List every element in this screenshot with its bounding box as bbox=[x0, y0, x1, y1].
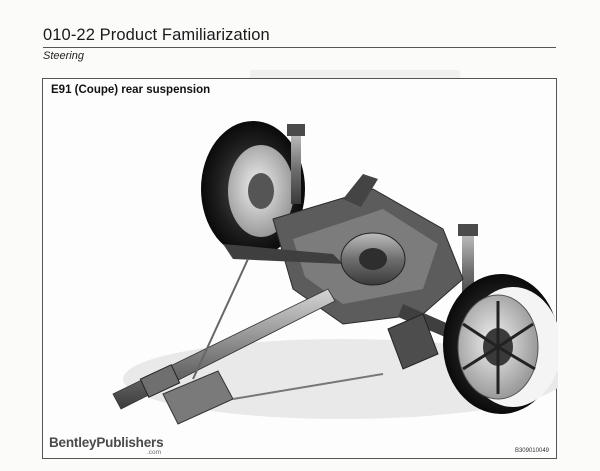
figure-title: E91 (Coupe) rear suspension bbox=[51, 84, 211, 96]
figure-code: B309010049 bbox=[514, 448, 549, 454]
rear-suspension-illustration bbox=[112, 121, 558, 425]
page-title: 010-22 Product Familiarization bbox=[43, 26, 270, 44]
figure-frame: E91 (Coupe) rear suspension BentleyPubli… bbox=[42, 78, 558, 459]
right-wheel bbox=[443, 274, 558, 414]
header-rule bbox=[43, 47, 556, 48]
section-label: Steering bbox=[43, 50, 84, 62]
publisher-logo: BentleyPublishers bbox=[49, 435, 164, 450]
publisher-logo-suffix: .com bbox=[147, 449, 162, 456]
